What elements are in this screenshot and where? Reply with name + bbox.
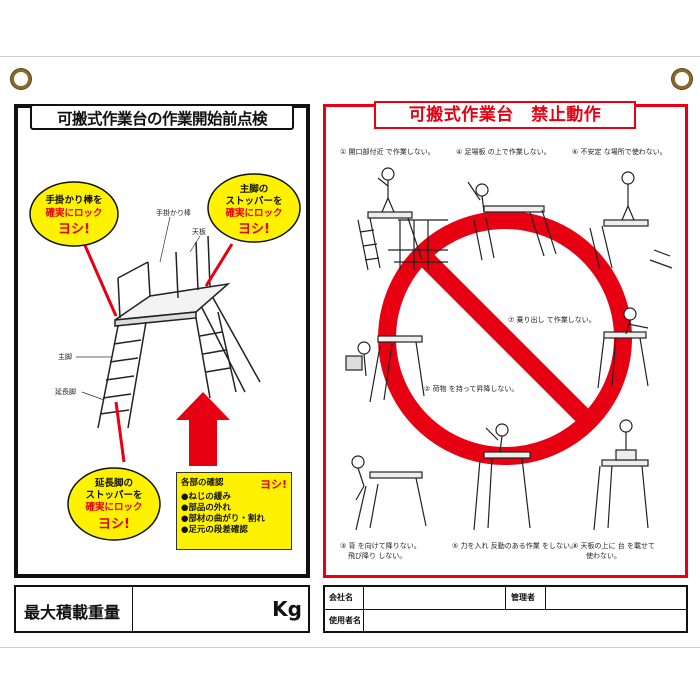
user-label: 使用者名 xyxy=(329,616,361,625)
svg-text:ヨシ!: ヨシ! xyxy=(98,517,130,532)
info-box: 会社名 管理者 使用者名 xyxy=(323,585,688,633)
work-platform-illustration xyxy=(97,235,261,429)
inspection-title: 可搬式作業台の作業開始前点検 xyxy=(30,104,294,130)
prohibited-title: 可搬式作業台 禁止動作 xyxy=(374,101,636,129)
svg-text:ヨシ!: ヨシ! xyxy=(238,222,270,237)
handrail-label: 手掛かり棒 xyxy=(156,208,191,217)
caption-5: ⑤ 力を入れ 反動のある作業 をしない。 xyxy=(452,542,577,550)
svg-text:ヨシ!: ヨシ! xyxy=(58,222,90,237)
svg-text:ストッパーを: ストッパーを xyxy=(85,489,142,501)
checklist-item: ●ねじの緩み xyxy=(181,492,231,502)
checklist-box: 各部の確認 ヨシ! ●ねじの緩み ●部品の外れ ●部材の曲がり・割れ ●足元の段… xyxy=(176,472,292,550)
svg-text:確実にロック: 確実にロック xyxy=(45,207,102,219)
caption-2: ② 荷物 を持って昇降しない。 xyxy=(424,385,519,393)
worker-sketches xyxy=(345,167,673,531)
max-load-label: 最大積載重量 xyxy=(24,603,121,622)
checklist-heading: 各部の確認 xyxy=(181,478,224,488)
svg-text:手掛かり棒を: 手掛かり棒を xyxy=(45,194,102,206)
checklist-item: ●部材の曲がり・割れ xyxy=(181,514,265,524)
svg-text:主脚の: 主脚の xyxy=(240,183,269,195)
caption-8b: 使わない。 xyxy=(586,552,621,560)
caption-3a: ③ 背 を向けて降りない。 xyxy=(340,542,421,550)
caption-4: ④ 足場板 の上で作業しない。 xyxy=(456,148,551,156)
bubble-handrail: 手掛かり棒を 確実にロック ヨシ! xyxy=(29,181,119,247)
max-load-unit: Kg xyxy=(272,597,302,621)
bubble-main-leg: 主脚の ストッパーを 確実にロック ヨシ! xyxy=(207,173,301,243)
caption-7: ⑦ 乗り出し て作業しない。 xyxy=(508,316,596,324)
up-arrow-icon xyxy=(176,392,230,466)
caption-6: ⑥ 不安定 な場所で使わない。 xyxy=(572,148,667,156)
platform-label: 天板 xyxy=(192,227,206,236)
svg-text:確実にロック: 確実にロック xyxy=(225,207,282,219)
ext-leg-label: 延長脚 xyxy=(55,387,76,396)
svg-text:確実にロック: 確実にロック xyxy=(85,501,142,513)
svg-text:延長脚の: 延長脚の xyxy=(94,477,133,489)
bubble-ext-leg: 延長脚の ストッパーを 確実にロック ヨシ! xyxy=(67,467,161,541)
max-load-box: 最大積載重量 Kg xyxy=(14,585,310,633)
checklist-yoshi: ヨシ! xyxy=(259,478,287,491)
manager-label: 管理者 xyxy=(511,593,535,602)
company-label: 会社名 xyxy=(329,593,353,602)
main-leg-label: 主脚 xyxy=(58,352,72,361)
sign-board xyxy=(0,56,700,648)
grommet-left xyxy=(11,69,31,89)
caption-1: ① 開口部付近 で作業しない。 xyxy=(340,148,435,156)
checklist-item: ●足元の段差確認 xyxy=(181,525,248,535)
caption-3b: 飛び降り しない。 xyxy=(348,552,407,560)
checklist-item: ●部品の外れ xyxy=(181,503,231,513)
svg-text:ストッパーを: ストッパーを xyxy=(225,195,282,207)
caption-8a: ⑧ 天板の上に 台 を載せて xyxy=(572,542,655,550)
grommet-right xyxy=(672,69,692,89)
